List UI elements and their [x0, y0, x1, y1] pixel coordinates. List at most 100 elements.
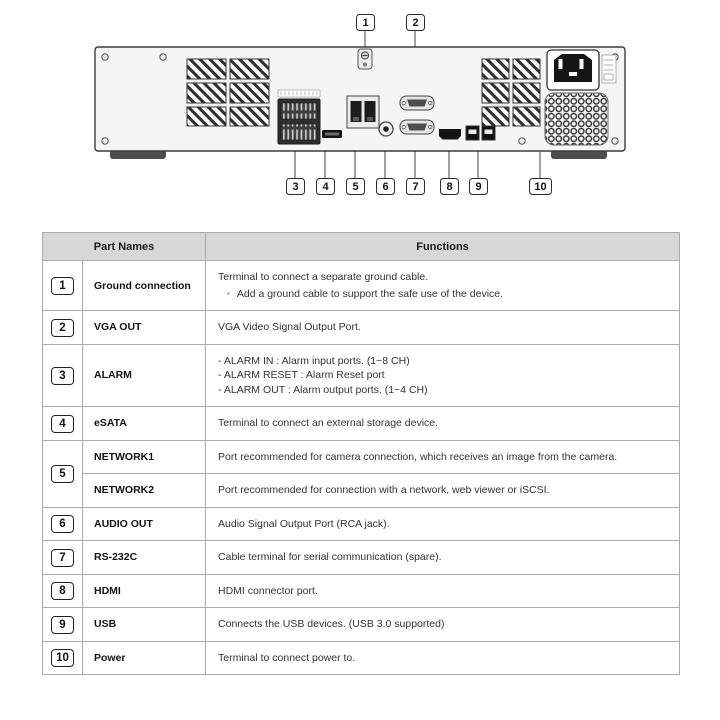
hdmi-port: [439, 129, 461, 140]
part-name: eSATA: [81, 406, 207, 441]
part-name: HDMI: [81, 573, 207, 608]
function-line: Cable terminal for serial communication …: [218, 551, 442, 563]
function-line: - ALARM IN : Alarm input ports. (1~8 CH): [218, 354, 410, 367]
function-line: VGA Video Signal Output Port.: [218, 321, 361, 333]
alarm-terminal-block: [277, 89, 321, 145]
part-number-cell: 1: [42, 260, 83, 311]
callout-10: 10: [529, 178, 552, 195]
function-line: - ALARM RESET : Alarm Reset port: [218, 369, 385, 381]
part-number-cell: 7: [42, 540, 83, 575]
corner-screws: [101, 53, 619, 145]
callout-4: 4: [316, 178, 335, 195]
part-number-badge: 2: [51, 318, 74, 337]
function-cell: Port recommended for connection with a n…: [205, 473, 681, 508]
part-name: Ground connection: [81, 260, 207, 311]
function-cell: Connects the USB devices. (USB 3.0 suppo…: [205, 607, 681, 642]
callout-9: 9: [469, 178, 488, 195]
table-row-network2: NETWORK2 Port recommended for connection…: [43, 473, 681, 508]
header-functions: Functions: [205, 232, 681, 261]
callout-8: 8: [440, 178, 459, 195]
part-number-cell: 4: [42, 406, 83, 441]
rs232c-port: [399, 119, 435, 135]
table-header-row: Part Names Functions: [41, 232, 681, 261]
bullet-icon: ▪: [227, 288, 230, 298]
esata-port: [322, 130, 342, 138]
part-number-badge: 4: [51, 414, 74, 433]
function-cell: Terminal to connect an external storage …: [205, 406, 681, 441]
callout-6: 6: [376, 178, 395, 195]
table-row-ground: 1 Ground connection Terminal to connect …: [42, 260, 681, 311]
function-cell: Cable terminal for serial communication …: [205, 540, 681, 575]
function-line: Terminal to connect an external storage …: [218, 417, 439, 429]
vent-grille-right: [481, 58, 541, 127]
part-number-cell: 10: [42, 640, 83, 675]
table-row-network1: 5 NETWORK1 Port recommended for camera c…: [42, 439, 681, 508]
function-line: Terminal to connect power to.: [218, 651, 356, 664]
part-number-badge: 3: [51, 366, 74, 385]
fan-grille: [544, 92, 609, 146]
part-number-badge: 7: [51, 548, 74, 567]
table-row-usb: 9 USB Connects the USB devices. (USB 3.0…: [42, 607, 681, 642]
function-line: Terminal to connect a separate ground ca…: [218, 271, 429, 283]
table-row-vga: 2 VGA OUT VGA Video Signal Output Port.: [42, 310, 681, 345]
function-cell: HDMI connector port.: [205, 573, 681, 608]
part-number-badge: 6: [51, 515, 74, 534]
table-row-audio: 6 AUDIO OUT Audio Signal Output Port (RC…: [42, 506, 681, 541]
callout-7: 7: [406, 178, 425, 195]
function-cell: Terminal to connect a separate ground ca…: [205, 260, 681, 311]
function-line: Connects the USB devices. (USB 3.0 suppo…: [218, 618, 445, 630]
part-name: USB: [81, 607, 207, 642]
vent-grille-left: [186, 58, 270, 127]
function-cell: Terminal to connect power to.: [205, 640, 681, 675]
function-note-text: Add a ground cable to support the safe u…: [236, 287, 504, 300]
ground-terminal: [357, 48, 373, 70]
vga-out-port: [399, 95, 435, 111]
function-cell: VGA Video Signal Output Port.: [205, 310, 681, 345]
part-name: AUDIO OUT: [81, 506, 207, 541]
part-number-badge: 9: [51, 615, 74, 634]
part-number-cell: 6: [42, 506, 83, 541]
part-number-cell: 9: [42, 607, 83, 642]
part-number-badge: 8: [51, 582, 74, 601]
header-part-names: Part Names: [41, 232, 207, 261]
spec-label-plate: [601, 54, 617, 84]
table-row-alarm: 3 ALARM - ALARM IN : Alarm input ports. …: [42, 343, 681, 407]
function-line: Audio Signal Output Port (RCA jack).: [218, 517, 390, 530]
function-line: Port recommended for connection with a n…: [218, 484, 550, 496]
table-row-power: 10 Power Terminal to connect power to.: [42, 640, 681, 675]
part-number-badge: 5: [51, 465, 74, 483]
part-number-cell: 3: [42, 343, 83, 407]
rear-panel-diagram: 1 2 3 4 5 6 7 8 9 10: [0, 0, 720, 212]
function-cell: Audio Signal Output Port (RCA jack).: [205, 506, 681, 541]
table-row-hdmi: 8 HDMI HDMI connector port.: [42, 573, 681, 608]
device-feet: [110, 150, 607, 159]
part-number-badge: 1: [51, 277, 74, 295]
part-name: Power: [81, 640, 207, 675]
part-number-cell: 5: [42, 439, 83, 508]
callout-3: 3: [286, 178, 305, 195]
callout-5: 5: [346, 178, 365, 195]
usb-ports: [465, 125, 496, 141]
rear-panel-illustration: [94, 30, 626, 178]
part-name: RS-232C: [81, 540, 207, 575]
function-cell: - ALARM IN : Alarm input ports. (1~8 CH)…: [205, 343, 681, 407]
callout-1: 1: [356, 14, 375, 31]
network-ports: [346, 95, 380, 129]
power-inlet: [546, 49, 600, 91]
table-row-esata: 4 eSATA Terminal to connect an external …: [42, 406, 681, 441]
part-functions-table: Part Names Functions 1 Ground connection…: [41, 232, 681, 675]
part-number-cell: 2: [42, 310, 83, 345]
function-line: Port recommended for camera connection, …: [218, 450, 618, 463]
function-line: HDMI connector port.: [218, 584, 318, 597]
part-name: NETWORK1: [81, 439, 207, 474]
part-number-badge: 10: [51, 649, 74, 668]
part-number-cell: 8: [42, 573, 83, 608]
part-name: NETWORK2: [81, 473, 207, 508]
audio-out-port: [378, 121, 394, 137]
function-cell: Port recommended for camera connection, …: [205, 439, 681, 474]
callout-lines: [294, 30, 541, 178]
part-name: VGA OUT: [81, 310, 207, 345]
callout-2: 2: [406, 14, 425, 31]
function-line: - ALARM OUT : Alarm output ports. (1~4 C…: [218, 383, 428, 396]
function-note: ▪ Add a ground cable to support the safe…: [218, 287, 667, 302]
